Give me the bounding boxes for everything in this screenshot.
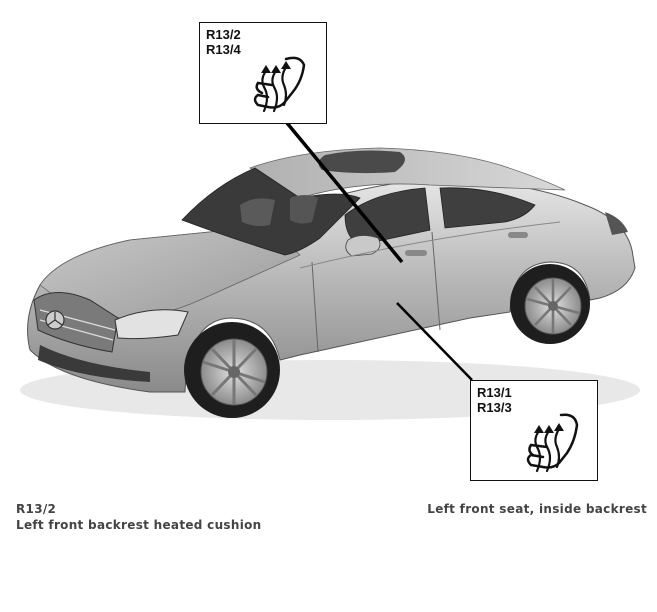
front-side-window: [344, 187, 431, 246]
front-grille: [33, 292, 119, 353]
sunroof: [318, 150, 405, 174]
callout-code: R13/4: [206, 42, 241, 57]
headlight: [114, 309, 189, 340]
callout-box-cushion: R13/1 R13/3: [470, 380, 598, 481]
callout-code: R13/3: [477, 400, 512, 415]
seat-cushion-heating-icon: [526, 413, 579, 473]
callout-codes: R13/1 R13/3: [477, 385, 512, 415]
seat-backrest-heating-icon: [253, 56, 306, 113]
leader-line-upper: [285, 121, 404, 264]
leader-line-lower: [396, 302, 473, 381]
side-mirror: [345, 235, 381, 257]
callout-codes: R13/2 R13/4: [206, 27, 241, 57]
caption-description: Left front backrest heated cushion: [16, 518, 262, 532]
caption-code: R13/2: [16, 502, 57, 516]
callout-code: R13/1: [477, 385, 512, 400]
car-body: [27, 179, 636, 393]
rear-side-window: [439, 187, 536, 229]
callout-box-backrest: R13/2 R13/4: [199, 22, 327, 124]
caption-location: Left front seat, inside backrest: [427, 502, 647, 516]
callout-code: R13/2: [206, 27, 241, 42]
